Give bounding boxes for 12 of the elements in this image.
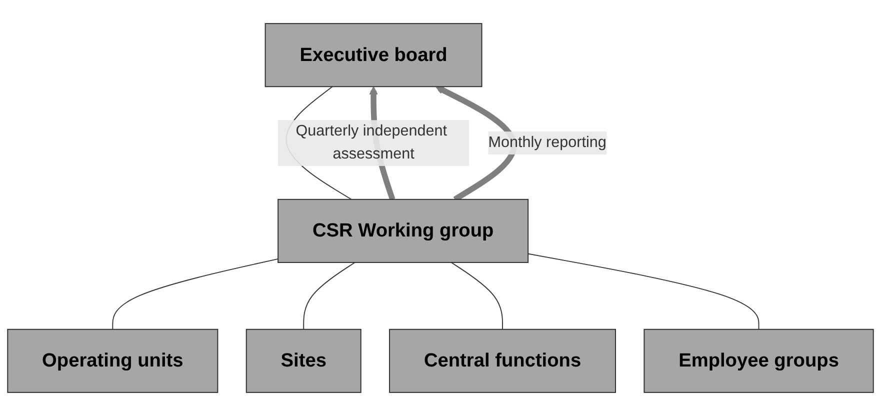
connector xyxy=(450,262,503,330)
edge-label: Quarterly independent assessment xyxy=(296,122,448,162)
connector xyxy=(528,253,760,330)
connector xyxy=(303,262,356,330)
node-box: Sites xyxy=(246,328,362,393)
node-box: CSR Working group xyxy=(278,198,529,263)
connector xyxy=(112,258,279,330)
edge-label: Monthly reporting xyxy=(488,134,606,151)
node-box: Employee groups xyxy=(644,328,874,393)
node-box: Central functions xyxy=(389,328,616,393)
node-box: Executive board xyxy=(264,23,482,88)
node-box: Operating units xyxy=(7,328,218,393)
